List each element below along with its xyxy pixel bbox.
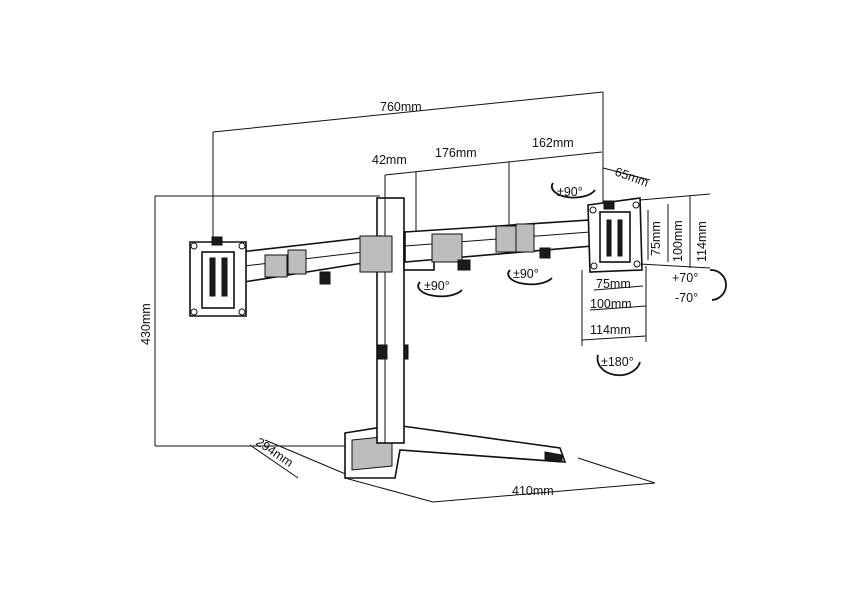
ext-line-vesa-bottom — [639, 263, 711, 269]
label-vesa-v75: 75mm — [649, 221, 663, 256]
label-swivel-left: ±90° — [424, 279, 450, 293]
label-tilt-up: +70° — [672, 271, 698, 285]
label-height: 430mm — [139, 303, 153, 345]
ext-line-vesa-top — [639, 193, 711, 201]
label-arm-segment-1: 176mm — [435, 146, 477, 160]
dim-line-total-width — [212, 91, 604, 133]
vesa-plate-left — [189, 236, 247, 317]
cable-clip-back — [403, 344, 409, 360]
rotate-arrow-head-tilt — [550, 182, 596, 199]
label-pole-offset: 42mm — [372, 153, 407, 167]
label-base-width: 410mm — [512, 484, 554, 498]
right-arm-joint-3 — [515, 223, 535, 253]
vesa-plate-right — [587, 197, 643, 273]
label-vesa-h100: 100mm — [590, 297, 632, 311]
rotate-arrow-swivel-right — [507, 269, 553, 286]
rotate-arrow-swivel-left — [417, 281, 463, 298]
dimension-lines — [154, 91, 711, 503]
base-edge — [399, 449, 561, 463]
right-hole-tl — [589, 206, 597, 214]
label-total-width: 760mm — [380, 100, 422, 114]
right-hole-tr — [632, 201, 640, 209]
labels: 760mm 42mm 176mm 162mm 65mm 430mm 294mm … — [139, 100, 709, 498]
right-hole-bl — [590, 262, 598, 270]
dim-line-depth — [249, 444, 299, 479]
left-hole-tl — [190, 242, 198, 250]
label-vesa-v114: 114mm — [695, 221, 709, 262]
label-head-offset: 65mm — [613, 165, 650, 190]
ext-line-base-right — [577, 457, 656, 484]
label-vesa-h114: 114mm — [590, 323, 631, 337]
label-vesa-v100: 100mm — [671, 220, 685, 262]
label-swivel-right: ±90° — [513, 267, 539, 281]
pole-hub — [359, 235, 393, 273]
label-tilt-down: -70° — [675, 291, 698, 305]
left-arm-joint-2 — [287, 249, 307, 275]
cable-clip — [376, 344, 388, 360]
pole-body — [376, 197, 405, 444]
label-head-tilt: ±90° — [557, 185, 583, 199]
left-hole-tr — [238, 242, 246, 250]
label-rotate-180: ±180° — [601, 355, 634, 369]
right-plate-inner — [599, 211, 631, 263]
stand-pole — [376, 197, 409, 444]
tilt-arrow-up — [709, 269, 727, 301]
ext-line-base-front — [344, 477, 434, 503]
dim-line-h75 — [593, 285, 644, 291]
right-slot-2 — [617, 219, 623, 257]
left-slot-1 — [209, 257, 216, 297]
right-arm-joint-1 — [431, 233, 463, 263]
right-slot-1 — [606, 219, 612, 257]
right-arm-joint-2 — [495, 225, 517, 253]
label-arm-segment-2: 162mm — [532, 136, 574, 150]
left-hole-br — [238, 308, 246, 316]
ext-line-depth — [264, 439, 356, 479]
right-hole-br — [633, 260, 641, 268]
left-hole-bl — [190, 308, 198, 316]
rotate-arrow-180 — [596, 354, 641, 377]
left-plate-inner — [201, 251, 235, 309]
label-base-depth: 294mm — [253, 435, 295, 470]
dim-line-base-width — [432, 482, 656, 503]
left-slot-2 — [221, 257, 228, 297]
right-arm-knob-2 — [539, 247, 551, 259]
dim-line-h114 — [581, 335, 647, 341]
mount-arms — [239, 219, 593, 285]
right-top-knob — [603, 200, 615, 210]
dim-line-head-offset — [602, 167, 651, 181]
left-top-knob — [211, 236, 223, 246]
left-arm-joint — [264, 254, 288, 278]
rotation-arrows — [417, 182, 727, 377]
base-foot — [544, 451, 563, 463]
dim-line-h100 — [589, 305, 647, 311]
right-arm-knob-1 — [457, 259, 471, 271]
left-arm-knob — [319, 271, 331, 285]
dim-line-arms — [384, 151, 603, 176]
label-vesa-h75: 75mm — [596, 277, 631, 291]
